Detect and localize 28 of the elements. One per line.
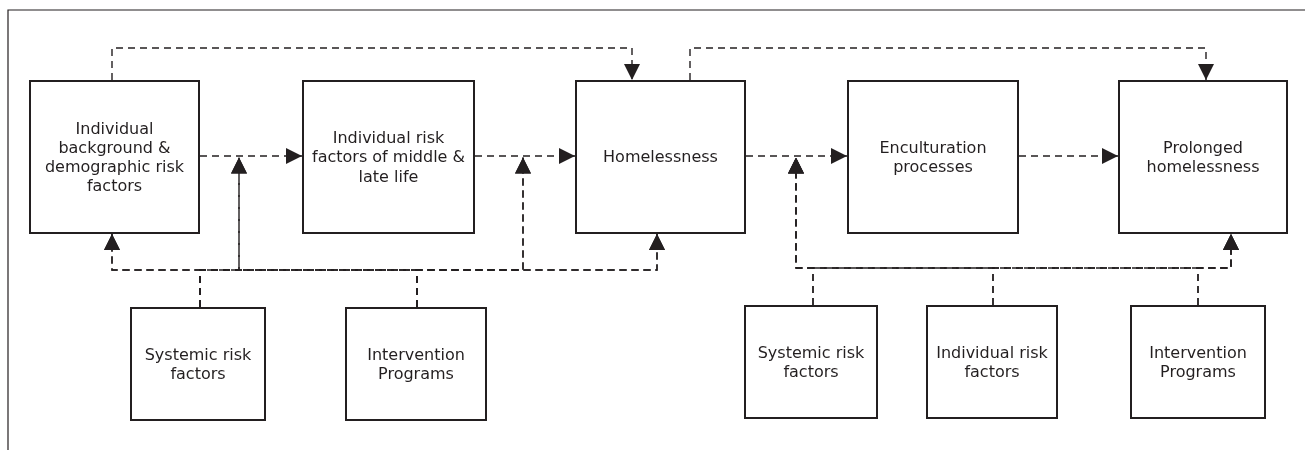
process-box xyxy=(1118,80,1288,234)
process-box xyxy=(130,307,266,421)
box-label: Homelessness xyxy=(603,147,718,167)
process-box xyxy=(744,305,878,419)
process-box xyxy=(302,80,475,234)
box-label: Intervention Programs xyxy=(1148,342,1248,382)
dashed-arrow xyxy=(689,47,1214,81)
dashed-arrow xyxy=(416,233,665,308)
process-box xyxy=(29,80,200,234)
box-label: Enculturation processes xyxy=(878,137,988,177)
dashed-arrow xyxy=(1197,233,1239,306)
box-label: Systemic risk factors xyxy=(143,344,253,384)
box-label: Individual background & demographic risk factors xyxy=(43,118,186,196)
dashed-arrow xyxy=(199,148,303,164)
dashed-arrow xyxy=(111,47,640,81)
dashed-arrow xyxy=(745,148,848,164)
box-label: Systemic risk factors xyxy=(756,342,866,382)
box-label: Prolonged homelessness xyxy=(1145,137,1261,177)
process-box xyxy=(847,80,1019,234)
dashed-arrow xyxy=(474,148,576,164)
process-box xyxy=(345,307,487,421)
box-label: Individual risk factors of middle & late life xyxy=(311,128,466,186)
process-box xyxy=(926,305,1058,419)
dashed-arrow xyxy=(1018,148,1119,164)
process-box xyxy=(575,80,746,234)
box-label: Intervention Programs xyxy=(366,344,466,384)
box-label: Individual risk factors xyxy=(935,342,1049,382)
process-box xyxy=(1130,305,1266,419)
